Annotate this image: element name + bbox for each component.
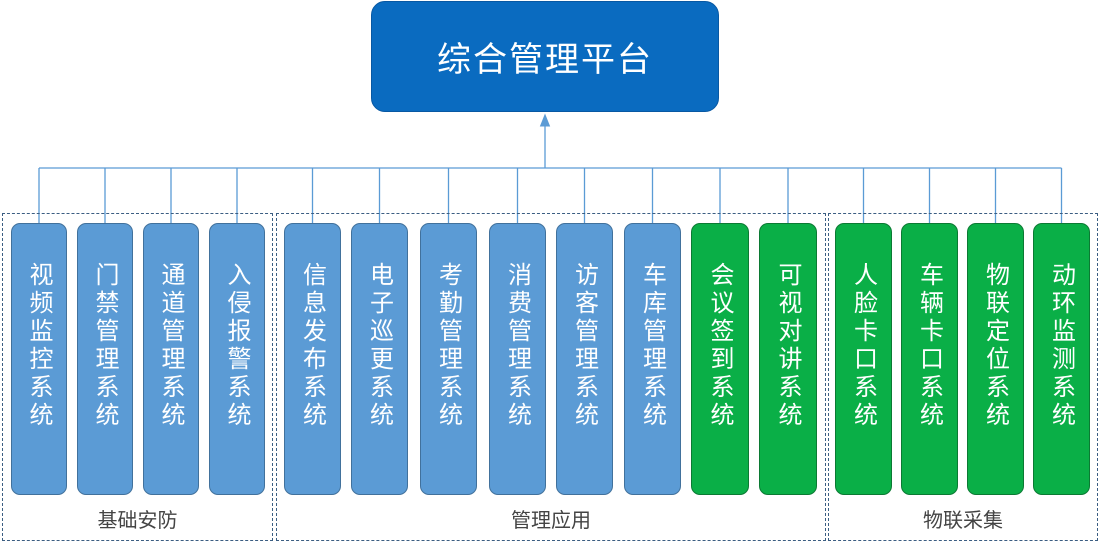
node-label: 信息发布系统	[298, 262, 327, 430]
group-label-basic-security: 基础安防	[97, 508, 178, 532]
node-passage-management: 通道管理系统	[143, 223, 199, 495]
node-label: 可视对讲系统	[774, 262, 802, 430]
node-label: 门禁管理系统	[91, 262, 119, 430]
group-label-iot-collection: 物联采集	[923, 508, 1003, 532]
root-node-label: 综合管理平台	[437, 40, 653, 80]
root-node-integrated-platform: 综合管理平台	[371, 1, 719, 112]
node-label: 动环监测系统	[1047, 262, 1076, 430]
node-consumption-management: 消费管理系统	[489, 223, 546, 495]
node-access-control: 门禁管理系统	[77, 223, 133, 495]
node-label: 视频监控系统	[25, 262, 53, 430]
node-label: 车辆卡口系统	[915, 262, 944, 430]
node-garage-management: 车库管理系统	[624, 223, 681, 495]
node-face-checkpoint: 人脸卡口系统	[835, 223, 892, 495]
group-frame-management-apps	[276, 213, 826, 541]
node-iot-positioning: 物联定位系统	[967, 223, 1024, 495]
node-meeting-checkin: 会议签到系统	[691, 223, 749, 495]
node-vehicle-checkpoint: 车辆卡口系统	[901, 223, 958, 495]
node-visitor-management: 访客管理系统	[556, 223, 613, 495]
node-label: 会议签到系统	[706, 262, 734, 430]
node-attendance-management: 考勤管理系统	[420, 223, 477, 495]
node-video-intercom: 可视对讲系统	[759, 223, 817, 495]
group-frame-iot-collection	[828, 213, 1098, 541]
node-label: 入侵报警系统	[223, 262, 251, 430]
node-label: 访客管理系统	[570, 262, 599, 430]
node-label: 消费管理系统	[503, 262, 532, 430]
node-environment-monitoring: 动环监测系统	[1033, 223, 1090, 495]
node-label: 通道管理系统	[157, 262, 185, 430]
node-label: 电子巡更系统	[365, 262, 394, 430]
group-label-management-apps: 管理应用	[511, 508, 591, 532]
node-label: 人脸卡口系统	[849, 262, 878, 430]
node-info-publishing: 信息发布系统	[284, 223, 341, 495]
node-label: 物联定位系统	[981, 262, 1010, 430]
node-intrusion-alarm: 入侵报警系统	[209, 223, 265, 495]
node-label: 考勤管理系统	[434, 262, 463, 430]
node-label: 车库管理系统	[638, 262, 667, 430]
group-frame-basic-security	[2, 213, 273, 541]
node-video-surveillance: 视频监控系统	[11, 223, 67, 495]
node-electronic-patrol: 电子巡更系统	[351, 223, 408, 495]
